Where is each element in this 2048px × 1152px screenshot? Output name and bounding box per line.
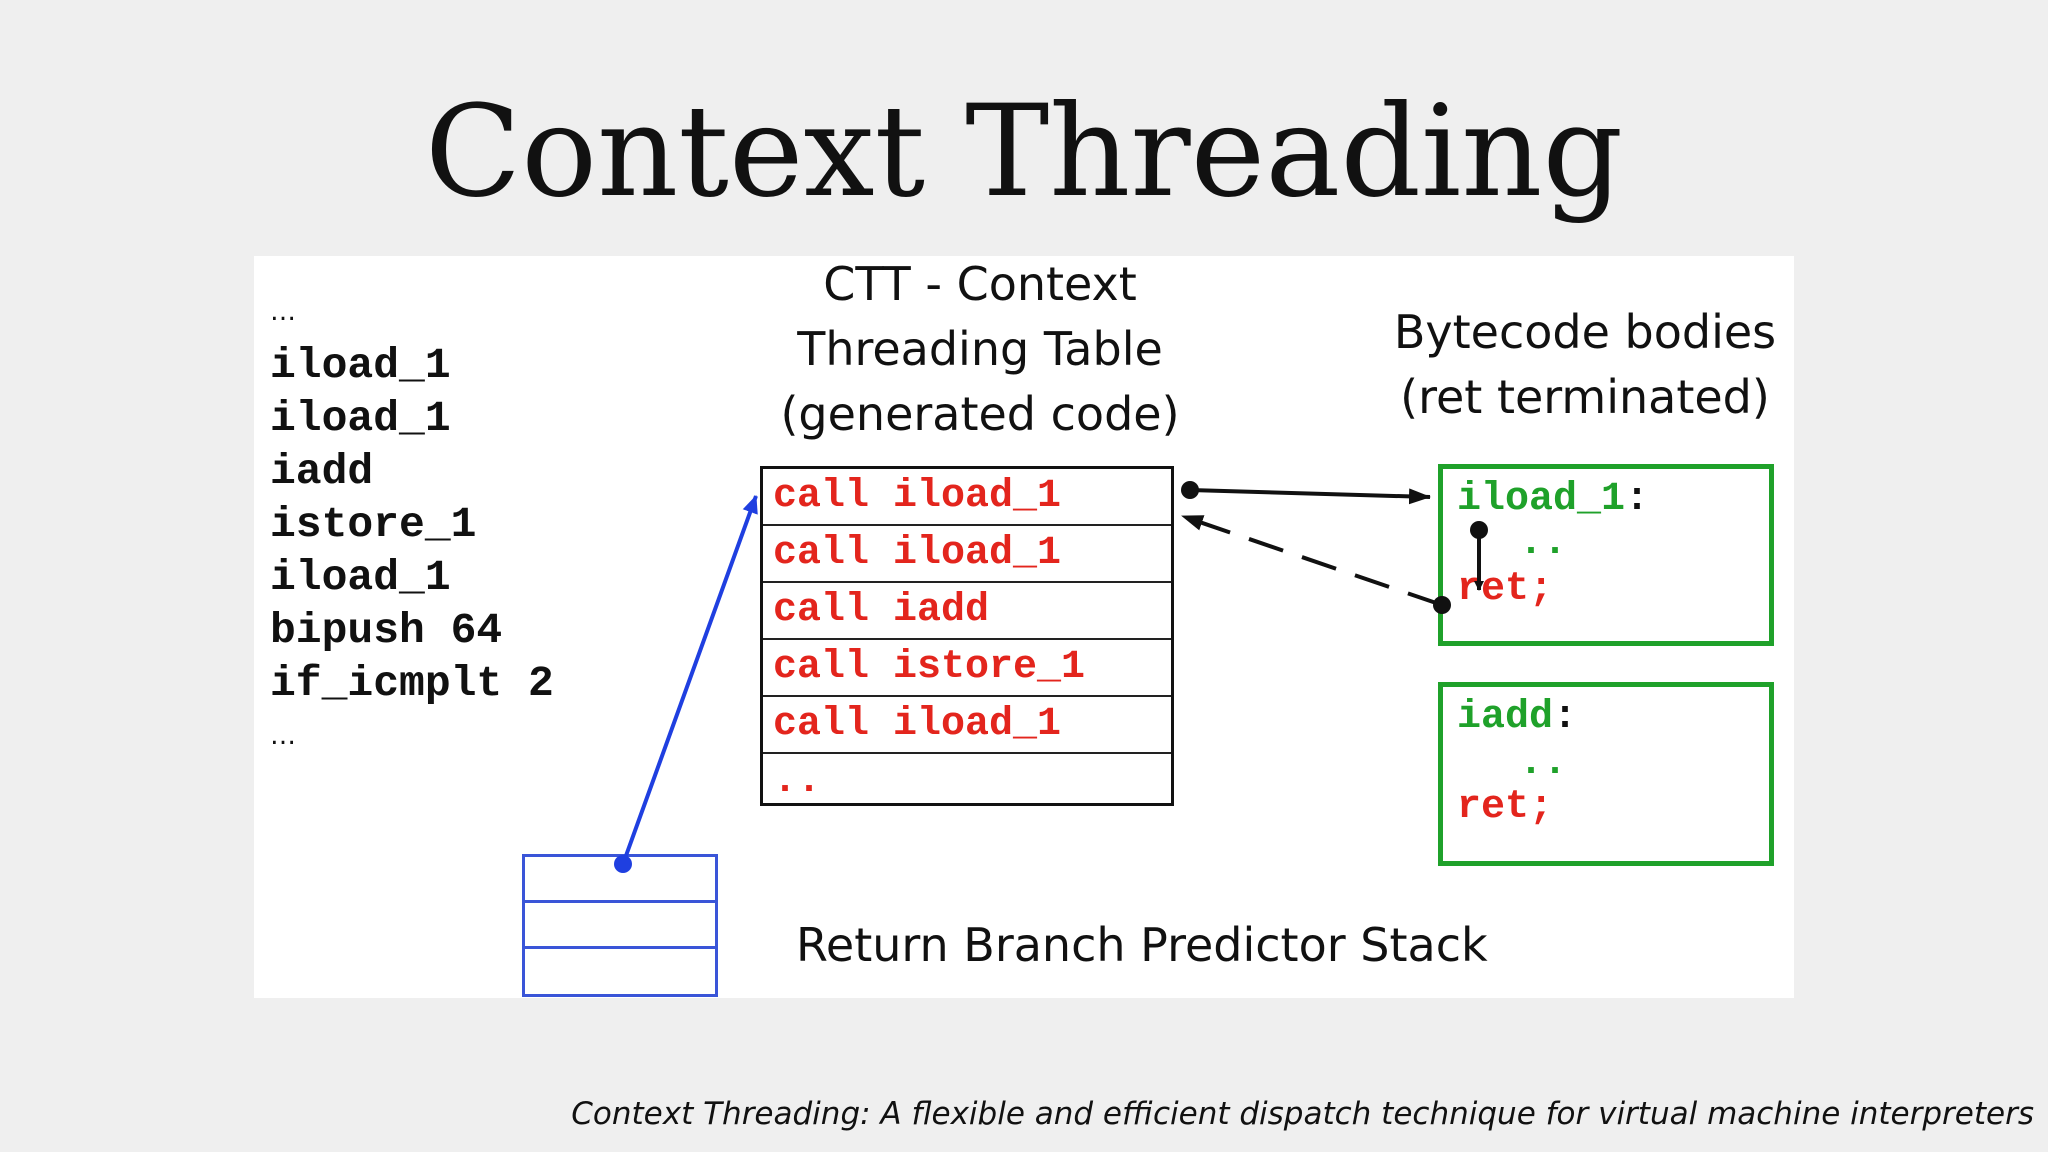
- body-name: iload_1: [1457, 477, 1626, 522]
- bytecode-line: if_icmplt 2: [270, 659, 554, 708]
- stack-pointer-dot: [614, 855, 632, 873]
- body-dots: ..: [1519, 741, 1568, 786]
- body-dots: ..: [1519, 521, 1568, 566]
- citation: Context Threading: A flexible and effici…: [571, 1096, 2034, 1132]
- body-header: iload_1:: [1457, 477, 1649, 522]
- bytecode-line: …: [270, 297, 296, 327]
- bytecode-listing: … iload_1 iload_1 iadd istore_1 iload_1 …: [270, 286, 554, 763]
- stack-pointer-arrow: [621, 495, 758, 865]
- ctt-row: call iadd: [763, 583, 1171, 640]
- bytecode-line: iload_1: [270, 553, 451, 602]
- stack-slot: [525, 903, 715, 949]
- iload-body-box: iload_1: .. ret;: [1438, 464, 1774, 646]
- stack-label: Return Branch Predictor Stack: [796, 918, 1488, 972]
- bytecode-line: …: [270, 721, 296, 751]
- ctt-row: call iload_1: [763, 469, 1171, 526]
- bytecode-line: iload_1: [270, 341, 451, 390]
- stack-slot: [525, 857, 715, 903]
- body-ret: ret;: [1457, 567, 1554, 612]
- bytecode-line: istore_1: [270, 500, 477, 549]
- bytecode-line: iload_1: [270, 394, 451, 443]
- ctt-row: ..: [773, 759, 822, 804]
- return-arrow-origin-dot: [1433, 596, 1451, 614]
- ctt-heading: CTT - Context Threading Table (generated…: [780, 257, 1180, 441]
- slide-title: Context Threading: [424, 78, 1624, 225]
- body-ret: ret;: [1457, 785, 1554, 830]
- ctt-row: call iload_1: [763, 526, 1171, 583]
- return-arrow: [1181, 514, 1443, 607]
- bodies-heading: Bytecode bodies (ret terminated): [1393, 305, 1777, 424]
- ctt-table: call iload_1 call iload_1 call iadd call…: [760, 466, 1174, 806]
- body-colon: :: [1553, 695, 1578, 740]
- bytecode-line: bipush 64: [270, 606, 503, 655]
- body-flow-dot: [1470, 521, 1488, 539]
- return-stack: [522, 854, 718, 997]
- ctt-row: call iload_1: [763, 697, 1171, 754]
- bytecode-line: iadd: [270, 447, 374, 496]
- call-arrow-origin-dot: [1181, 481, 1199, 499]
- iadd-body-box: iadd: .. ret;: [1438, 682, 1774, 866]
- body-header: iadd:: [1457, 695, 1577, 740]
- ctt-row: call istore_1: [763, 640, 1171, 697]
- call-arrow: [1189, 488, 1431, 505]
- body-colon: :: [1625, 477, 1650, 522]
- body-name: iadd: [1457, 695, 1554, 740]
